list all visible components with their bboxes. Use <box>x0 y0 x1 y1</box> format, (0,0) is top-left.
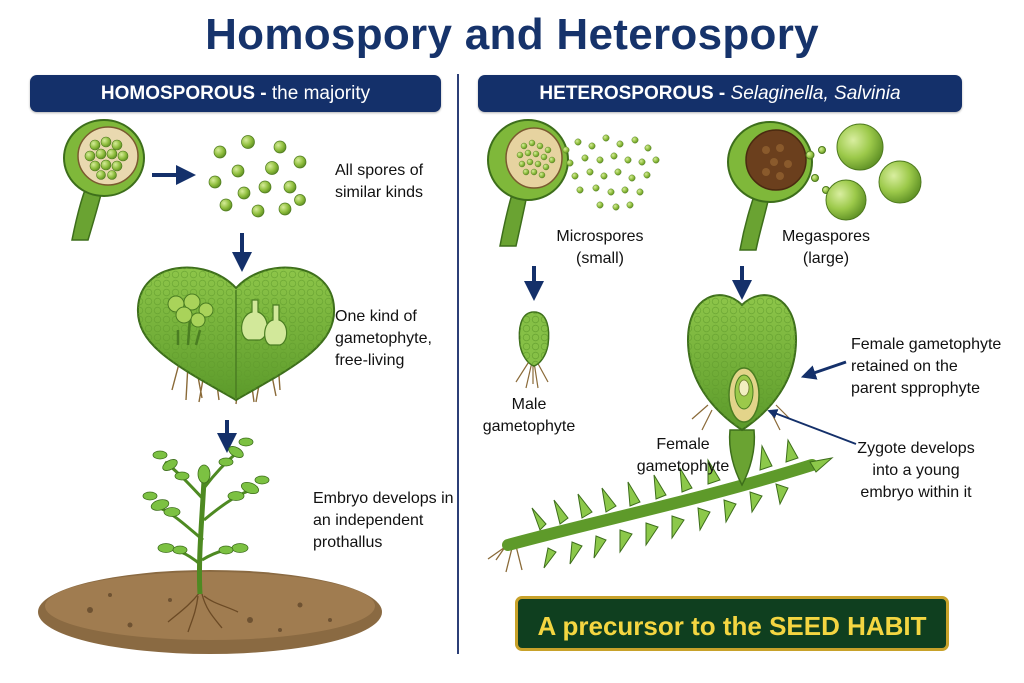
gametophyte-one-kind-label: One kind of gametophyte, free-living <box>335 308 432 369</box>
heterosporous-sep: - <box>713 83 731 104</box>
homo-spores <box>208 135 307 218</box>
megasporangium <box>727 121 813 251</box>
homosporous-subheading: the majority <box>271 83 371 104</box>
male-gametophyte-label: Male gametophyte <box>482 396 576 435</box>
parent-sporophyte <box>487 438 834 573</box>
heterosporous-subheading: Selaginella, Salvinia <box>730 83 901 104</box>
homosporous-heading: HOMOSPOROUS <box>100 83 256 104</box>
arrow-zygote-pointer <box>767 409 857 445</box>
arrow-retained-pointer <box>800 360 847 380</box>
spores-similar-label: All spores of similar kinds <box>335 162 424 201</box>
homosporous-sep: - <box>255 83 272 104</box>
homo-sporangium <box>63 119 145 241</box>
page-title: Homospory and Heterospory <box>205 10 819 59</box>
heterosporous-heading: HETEROSPOROUS <box>539 83 714 104</box>
female-gametophyte-label: Female gametophyte <box>636 436 730 475</box>
megaspores <box>805 123 922 221</box>
heterosporous-banner: HETEROSPOROUS - Selaginella, Salvinia <box>478 75 962 112</box>
embryo-independent-label: Embryo develops in an independent protha… <box>313 490 454 551</box>
homo-sporophyte <box>38 437 382 654</box>
microspores <box>562 134 660 211</box>
seed-habit-banner: A precursor to the SEED HABIT <box>515 596 949 651</box>
retained-on-parent-label: Female gametophyte retained on the paren… <box>851 336 1002 397</box>
homo-prothallus <box>136 266 336 405</box>
microsporangium <box>487 119 569 247</box>
male-gametophyte <box>515 311 550 389</box>
female-gametophyte <box>686 294 798 487</box>
column-divider <box>457 74 459 654</box>
homosporous-banner: HOMOSPOROUS - the majority <box>30 75 441 112</box>
zygote-embryo-label: Zygote develops into a young embryo with… <box>857 440 975 501</box>
megaspores-label: Megaspores (large) <box>781 228 871 267</box>
microspores-label: Microspores (small) <box>556 228 644 267</box>
